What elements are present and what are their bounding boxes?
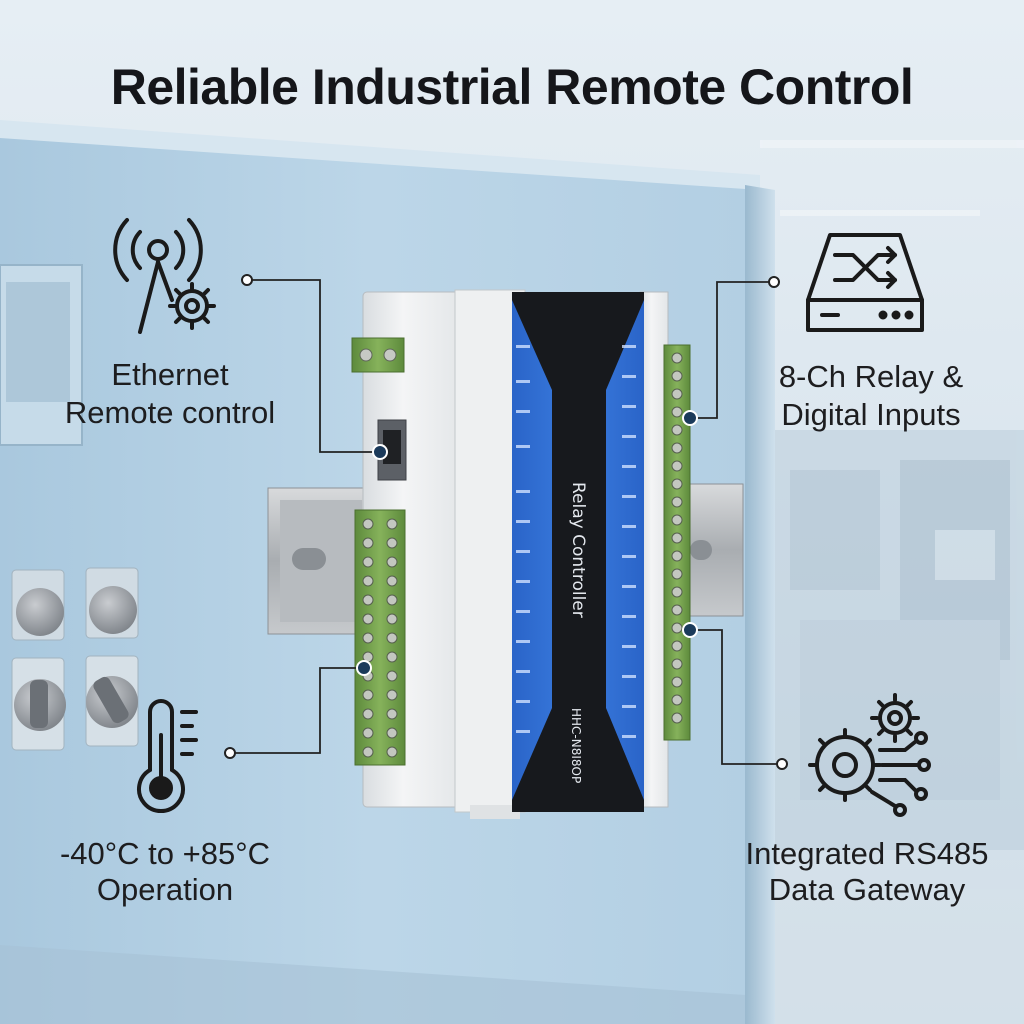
terminal-screw (386, 632, 398, 644)
terminal-screw (362, 727, 374, 739)
terminal-screw (671, 658, 683, 670)
thermometer-icon (137, 699, 198, 814)
page-title: Reliable Industrial Remote Control (110, 59, 914, 115)
relay-controller-device: Relay Controller HHC-N8I8OP (351, 289, 691, 819)
terminal-screw (362, 594, 374, 606)
terminal-screw (671, 550, 683, 562)
terminal-screw (671, 406, 683, 418)
terminal-screw (386, 727, 398, 739)
terminal-screw (671, 424, 683, 436)
feature-relay-line1: 8-Ch Relay & (778, 359, 964, 394)
terminal-screw (362, 537, 374, 549)
feature-temperature: -40°C to +85°C Operation (30, 836, 300, 908)
feature-ethernet-line2: Remote control (64, 395, 276, 430)
feature-relay-line2: Digital Inputs (781, 397, 961, 432)
terminal-screw (671, 694, 683, 706)
terminal-screw (671, 622, 683, 634)
terminal-screw (362, 613, 374, 625)
terminal-screw (671, 514, 683, 526)
terminal-screw (362, 746, 374, 758)
terminal-screw (362, 556, 374, 568)
terminal-screw (362, 575, 374, 587)
callout-lines (230, 279, 782, 765)
terminal-screw (671, 460, 683, 472)
device-name-label: Relay Controller (568, 482, 588, 618)
feature-relay: 8-Ch Relay & Digital Inputs (726, 358, 1016, 434)
terminal-screw (386, 670, 398, 682)
antenna-gear-icon (113, 218, 216, 334)
terminal-screw (386, 537, 398, 549)
terminal-screw (362, 632, 374, 644)
feature-temperature-line2: Operation (96, 872, 234, 907)
feature-rs485-line1: Integrated RS485 (745, 836, 989, 871)
terminal-screw (671, 478, 683, 490)
terminal-screw (386, 594, 398, 606)
terminal-screw (362, 518, 374, 530)
callout-dots (224, 274, 788, 770)
network-switch-icon (806, 233, 924, 332)
cabinet-buttons (11, 567, 139, 751)
gears-circuit-icon (808, 693, 931, 817)
terminal-screw (386, 651, 398, 663)
terminal-screw (386, 689, 398, 701)
feature-temperature-line1: -40°C to +85°C (59, 836, 271, 871)
feature-ethernet: Ethernet Remote control (30, 356, 310, 432)
terminal-screw (386, 556, 398, 568)
terminal-screw (671, 388, 683, 400)
terminal-screw (386, 746, 398, 758)
feature-rs485-line2: Data Gateway (768, 872, 966, 907)
terminal-screw (671, 352, 683, 364)
terminal-screw (671, 586, 683, 598)
terminal-screw (386, 708, 398, 720)
terminal-screw (671, 496, 683, 508)
terminal-screw (362, 689, 374, 701)
feature-ethernet-line1: Ethernet (111, 357, 229, 392)
terminal-screw (386, 613, 398, 625)
terminal-screw (671, 676, 683, 688)
terminal-screw (671, 568, 683, 580)
feature-rs485: Integrated RS485 Data Gateway (712, 836, 1022, 908)
terminal-screw (671, 712, 683, 724)
terminal-screw (362, 708, 374, 720)
terminal-screw (671, 442, 683, 454)
device-model-label: HHC-N8I8OP (569, 708, 583, 783)
terminal-screw (671, 532, 683, 544)
terminal-screw (386, 575, 398, 587)
terminal-screw (671, 604, 683, 616)
terminal-screw (671, 370, 683, 382)
terminal-screw (671, 640, 683, 652)
terminal-screw (386, 518, 398, 530)
